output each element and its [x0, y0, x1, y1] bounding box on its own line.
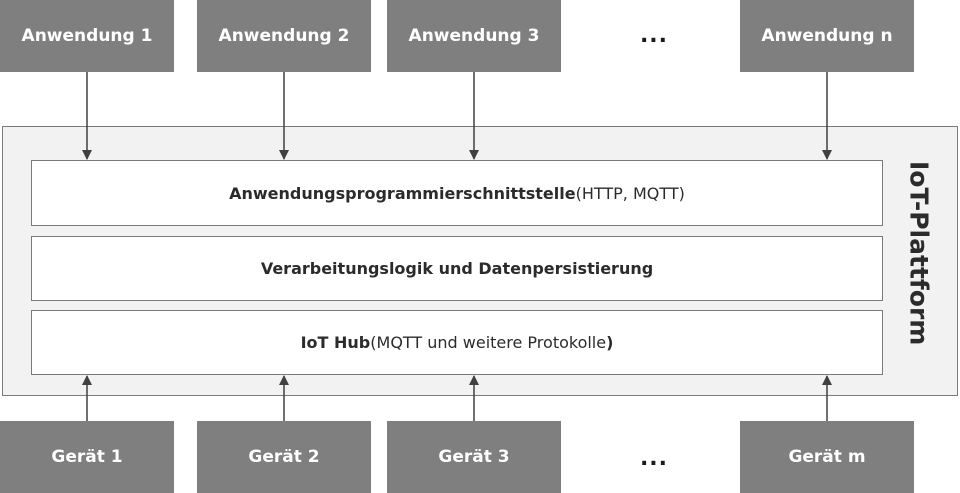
- devices-ellipsis: ...: [639, 446, 669, 471]
- api-layer-protocols: (HTTP, MQTT): [575, 183, 685, 203]
- application-box-3: Anwendung 3: [387, 0, 561, 72]
- api-layer-title: Anwendungsprogrammierschnittstelle: [229, 183, 576, 203]
- device-box-1: Gerät 1: [0, 421, 174, 493]
- processing-layer-title: Verarbeitungslogik und Datenpersistierun…: [260, 259, 654, 278]
- applications-ellipsis: ...: [639, 23, 669, 48]
- device-box-3: Gerät 3: [387, 421, 561, 493]
- processing-layer: Verarbeitungslogik und Datenpersistierun…: [31, 236, 883, 301]
- hub-layer-protocols: (MQTT und weitere Protokolle: [370, 333, 607, 352]
- device-box-m: Gerät m: [740, 421, 914, 493]
- api-layer: Anwendungsprogrammierschnittstelle (HTTP…: [31, 160, 883, 226]
- application-box-2: Anwendung 2: [197, 0, 371, 72]
- hub-layer: IoT Hub (MQTT und weitere Protokolle): [31, 310, 883, 375]
- application-box-1: Anwendung 1: [0, 0, 174, 72]
- platform-title: IoT-Plattform: [904, 160, 934, 346]
- hub-layer-closing-paren: ): [606, 333, 614, 352]
- device-box-2: Gerät 2: [197, 421, 371, 493]
- hub-layer-title: IoT Hub: [300, 333, 371, 352]
- application-box-n: Anwendung n: [740, 0, 914, 72]
